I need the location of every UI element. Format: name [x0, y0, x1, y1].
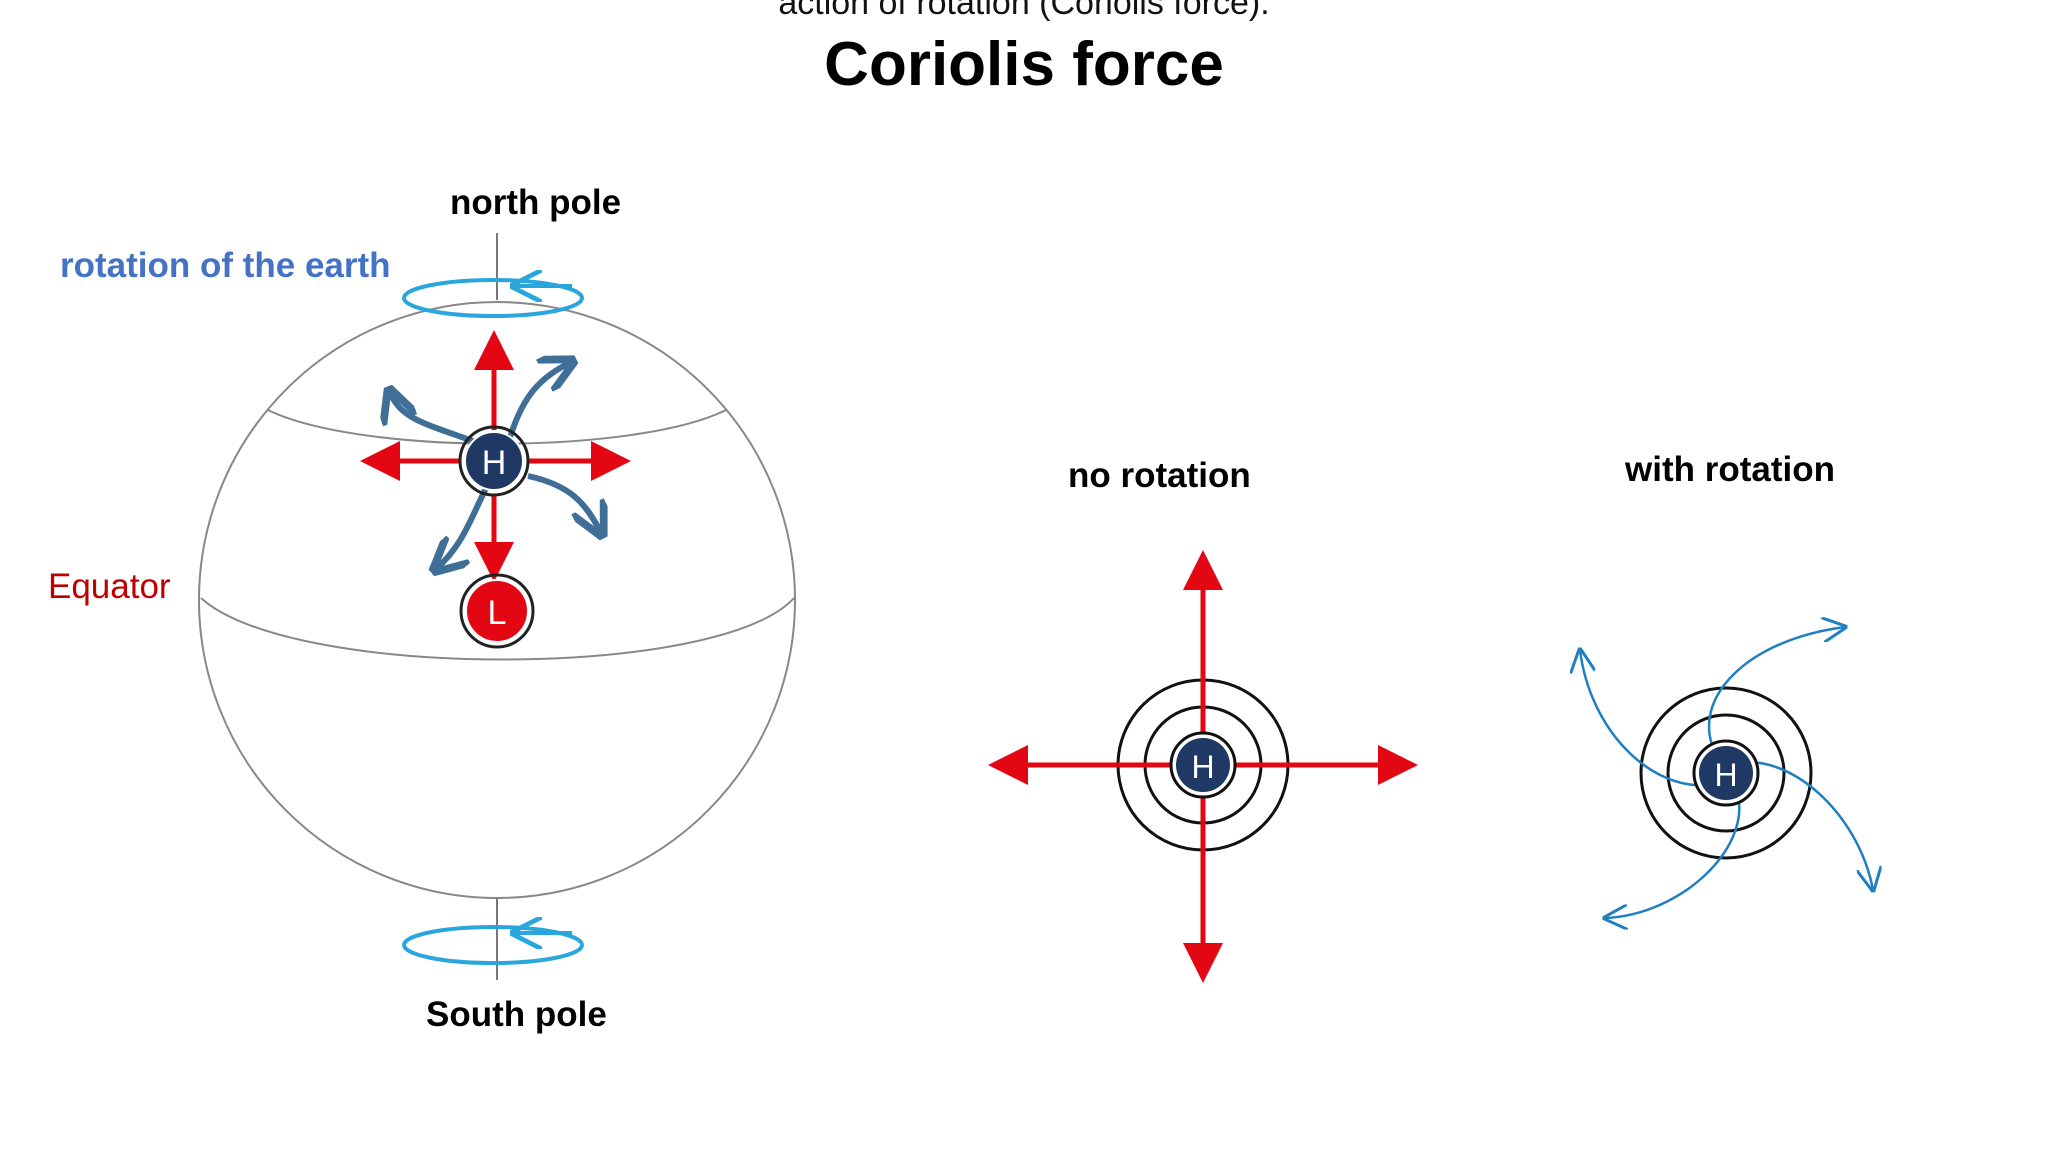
north-rotation-arrow — [402, 280, 584, 318]
no-rotation-diagram: H — [988, 550, 1418, 983]
deflect-nw — [390, 392, 480, 446]
slide-title: Coriolis force — [824, 30, 1224, 99]
north-pole-label: north pole — [450, 183, 622, 222]
deflect-sw — [436, 482, 491, 569]
globe-low-label: L — [488, 594, 507, 632]
south-pole-label: South pole — [426, 995, 607, 1034]
earth-outline — [198, 301, 796, 899]
no-rotation-label: no rotation — [1068, 456, 1251, 495]
deflect-se — [527, 473, 601, 533]
with-rotation-label: with rotation — [1625, 450, 1835, 489]
spiral-arrow-sw — [1605, 794, 1741, 918]
spiral-arrow-nw — [1580, 650, 1709, 787]
globe-deflected-arrows — [390, 362, 601, 569]
equator-line — [200, 597, 795, 661]
spiral-arrow-se — [1744, 760, 1873, 890]
spiral-arrow-ne — [1707, 627, 1845, 753]
equator-label: Equator — [48, 567, 171, 606]
globe-pressure-arrows — [360, 330, 631, 582]
with-rotation-high-label: H — [1714, 757, 1737, 793]
globe-high-pressure-marker: H — [458, 425, 530, 497]
globe-high-label: H — [482, 444, 507, 482]
with-rotation-diagram: H — [1580, 627, 1873, 918]
south-rotation-arrow — [402, 927, 584, 965]
deflect-ne — [505, 362, 571, 445]
isobar-outer — [1639, 686, 1813, 860]
slide-subtitle: action of rotation (Coriolis force). — [778, 0, 1270, 22]
rotation-of-earth-label: rotation of the earth — [60, 246, 391, 285]
no-rotation-high-label: H — [1191, 749, 1214, 785]
globe-low-pressure-marker: L — [459, 573, 535, 649]
isobar-middle — [1666, 713, 1786, 833]
